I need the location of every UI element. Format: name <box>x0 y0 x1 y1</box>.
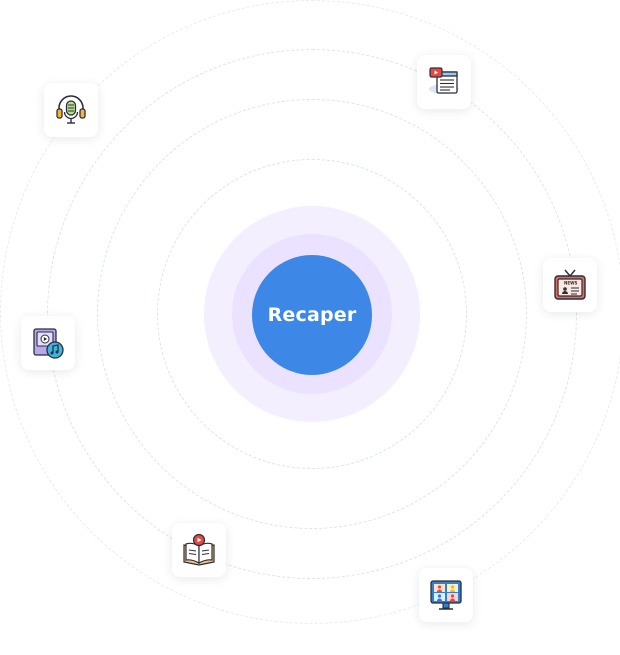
video-meeting-icon <box>430 580 462 610</box>
tv-news-text: NEWS <box>564 281 577 286</box>
recaper-hub: Recaper <box>252 255 372 375</box>
podcast-tile <box>44 83 98 137</box>
video-meeting-tile <box>419 568 473 622</box>
audiobook-icon <box>183 533 215 566</box>
hub-label: Recaper <box>267 304 357 326</box>
orbit-ring-4 <box>0 0 620 624</box>
video-document-tile <box>417 55 471 109</box>
audiobook-tile <box>172 523 226 577</box>
music-video-tile <box>21 316 75 370</box>
podcast-microphone-icon <box>56 95 86 124</box>
news-tv-icon: NEWS <box>554 269 586 300</box>
news-tv-tile: NEWS <box>543 258 597 312</box>
video-document-icon <box>429 67 459 94</box>
music-video-icon <box>33 328 64 359</box>
